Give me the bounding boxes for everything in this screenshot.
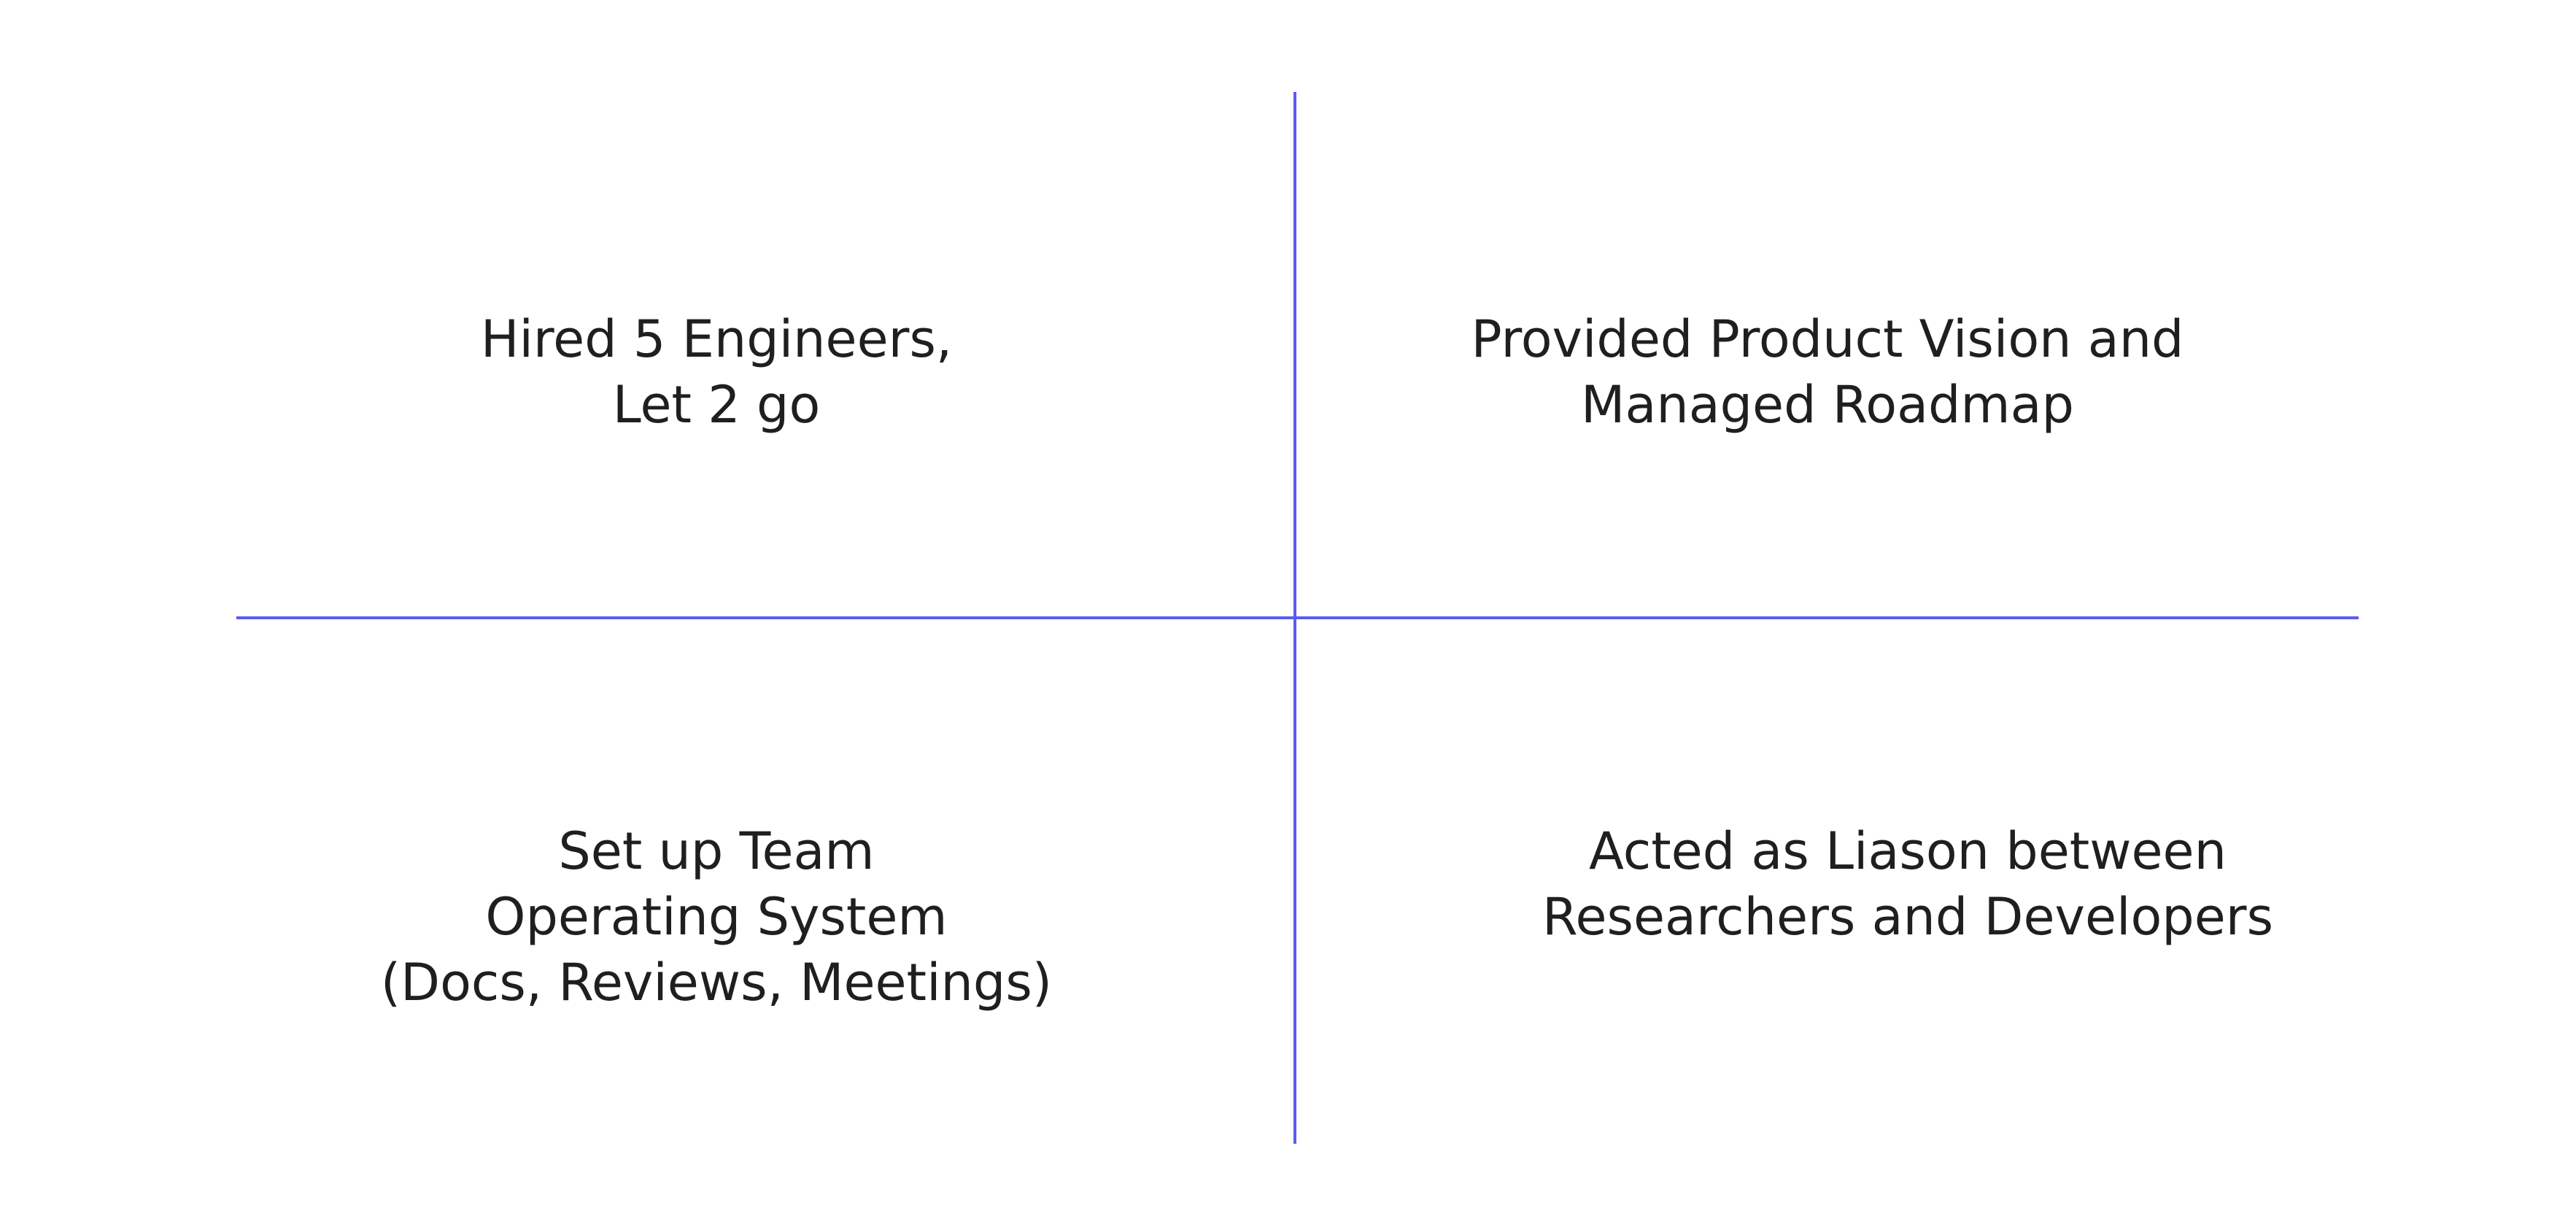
- quadrant-top-left-text: Hired 5 Engineers, Let 2 go: [480, 309, 953, 435]
- quadrant-bottom-right-text: Acted as Liason between Researchers and …: [1542, 821, 2274, 947]
- horizontal-axis: [236, 616, 2359, 619]
- quadrant-top-right-text: Provided Product Vision and Managed Road…: [1471, 309, 2184, 435]
- quadrant-bottom-left-text: Set up Team Operating System (Docs, Revi…: [380, 821, 1053, 1012]
